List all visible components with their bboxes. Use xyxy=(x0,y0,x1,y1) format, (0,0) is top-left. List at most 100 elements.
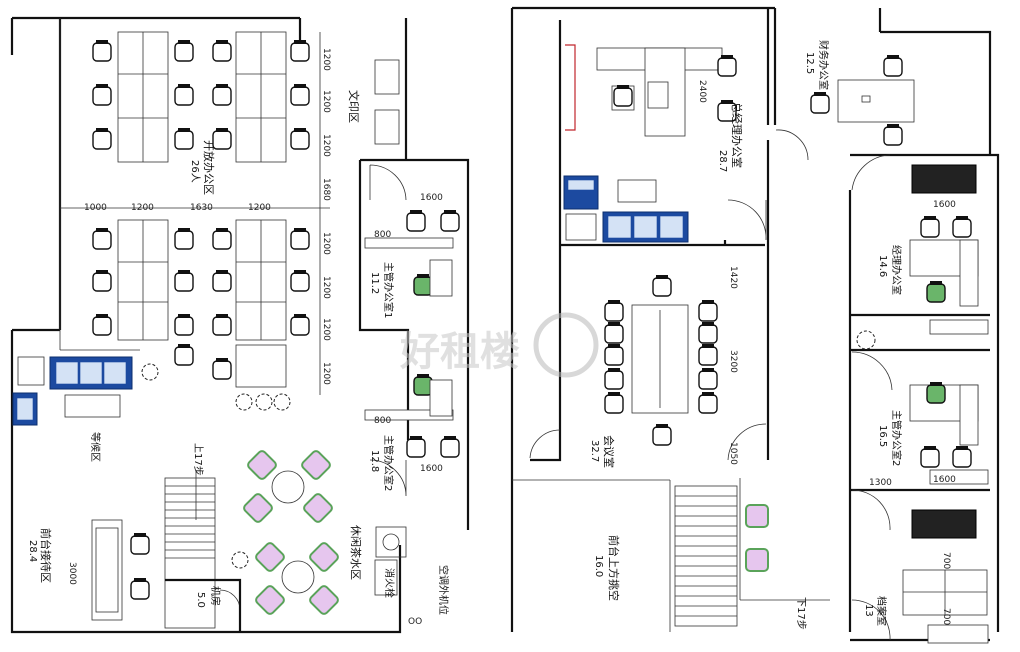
label-open-office: 开放办公区 xyxy=(202,140,216,195)
plant-icon xyxy=(231,551,249,569)
svg-text:1200: 1200 xyxy=(321,318,331,341)
plant-icon xyxy=(856,330,876,350)
svg-text:1600: 1600 xyxy=(420,464,443,474)
lounge-chair-icon xyxy=(309,585,339,615)
chair-icon xyxy=(92,270,112,292)
chair-icon xyxy=(613,85,633,107)
chair-icon xyxy=(810,92,830,114)
chair-icon xyxy=(604,392,624,414)
chair-icon xyxy=(652,424,672,446)
chair-icon xyxy=(698,322,718,344)
svg-text:1600: 1600 xyxy=(420,193,443,203)
chair-icon xyxy=(212,314,232,336)
watermark-text: 好租楼 xyxy=(399,329,520,375)
label-gm-area: 28.7 xyxy=(717,150,728,172)
chair-icon xyxy=(406,436,426,458)
svg-text:1200: 1200 xyxy=(321,362,331,385)
stair-down-label: 下17步 xyxy=(795,597,807,630)
chair-icon xyxy=(212,358,232,380)
svg-text:1050: 1050 xyxy=(728,442,738,465)
chair-icon xyxy=(130,578,150,600)
label-manager2-area: 12.8 xyxy=(369,450,380,472)
chair-icon xyxy=(290,270,310,292)
chair-icon xyxy=(717,55,737,77)
label-lounge: 休闲茶水区 xyxy=(349,525,363,580)
svg-text:OO: OO xyxy=(408,617,422,627)
chair-icon xyxy=(92,40,112,62)
chair-icon xyxy=(290,84,310,106)
gm-sofas xyxy=(563,175,689,243)
desk-cluster-upper xyxy=(117,31,287,163)
label-ac: 空调外机位 xyxy=(437,565,450,615)
label-server-area: 5.0 xyxy=(195,592,206,608)
chair-icon xyxy=(698,368,718,390)
label-manager1-area: 11.2 xyxy=(369,272,380,294)
chair-icon xyxy=(174,314,194,336)
chair-icon xyxy=(406,210,426,232)
svg-text:1200: 1200 xyxy=(321,232,331,255)
svg-text:1600: 1600 xyxy=(933,475,956,485)
lounge-table-2 xyxy=(281,560,315,594)
label-manager2: 主管办公室2 xyxy=(382,435,395,491)
left-floor-plan xyxy=(10,16,470,634)
chair-icon xyxy=(174,84,194,106)
svg-text:800: 800 xyxy=(374,416,391,426)
label-server: 机房 xyxy=(209,586,222,606)
svg-text:2400: 2400 xyxy=(697,80,707,103)
chair-icon xyxy=(883,55,903,77)
desk-cluster-lower xyxy=(117,219,287,388)
plant-icon xyxy=(255,393,273,411)
lounge-table-1 xyxy=(271,470,305,504)
svg-text:1680: 1680 xyxy=(321,178,331,201)
chair-icon xyxy=(290,40,310,62)
svg-text:3200: 3200 xyxy=(728,350,738,373)
chair-icon xyxy=(413,374,433,396)
chair-icon xyxy=(130,533,150,555)
right-floor-plan xyxy=(510,6,1000,644)
svg-text:700: 700 xyxy=(941,608,951,625)
svg-text:700: 700 xyxy=(941,552,951,569)
stair-down xyxy=(674,485,738,627)
chair-icon xyxy=(92,314,112,336)
chair-icon xyxy=(698,344,718,366)
svg-text:1600: 1600 xyxy=(933,200,956,210)
lounge-chair-icon xyxy=(309,542,339,572)
dimension-labels: 1200 1200 1200 1680 1200 1200 1200 1200 … xyxy=(67,48,956,627)
chair-icon xyxy=(926,382,946,404)
label-front-void-area: 16.0 xyxy=(593,555,604,577)
chairs-open-office xyxy=(92,40,460,600)
svg-text:1300: 1300 xyxy=(869,478,892,488)
chair-icon xyxy=(212,84,232,106)
chair-icon xyxy=(174,40,194,62)
room-labels: 开放办公区 26人 文印区 主管办公室1 11.2 主管办公室2 12.8 前台… xyxy=(27,40,903,630)
chair-icon xyxy=(604,344,624,366)
lounge-chair-icon xyxy=(243,493,273,523)
lounge-chair-icon xyxy=(255,542,285,572)
svg-text:1420: 1420 xyxy=(728,266,738,289)
chair-icon xyxy=(920,446,940,468)
label-finance-area: 12.5 xyxy=(804,52,815,74)
label-manager-office-area: 14.6 xyxy=(877,255,888,277)
sofa-icon xyxy=(911,164,977,194)
chair-icon xyxy=(440,436,460,458)
chair-icon xyxy=(952,216,972,238)
watermark: 好租楼 xyxy=(399,312,599,378)
chair-icon xyxy=(212,270,232,292)
chair-icon xyxy=(212,228,232,250)
label-gm: 总经理办公室 xyxy=(730,102,744,168)
chair-icon xyxy=(174,270,194,292)
label-manager3-area: 16.5 xyxy=(877,425,888,447)
plant-icon xyxy=(141,363,159,381)
label-reception: 前台接待区 xyxy=(39,528,53,583)
svg-text:1200: 1200 xyxy=(321,276,331,299)
chair-icon xyxy=(174,228,194,250)
svg-text:800: 800 xyxy=(374,230,391,240)
lounge-chair-icon xyxy=(745,548,769,572)
chair-icon xyxy=(926,281,946,303)
label-waiting: 等候区 xyxy=(89,432,102,462)
lounge-chair-icon xyxy=(301,450,331,480)
svg-text:1200: 1200 xyxy=(321,90,331,113)
chair-icon xyxy=(698,392,718,414)
label-meeting-area: 32.7 xyxy=(589,440,600,462)
